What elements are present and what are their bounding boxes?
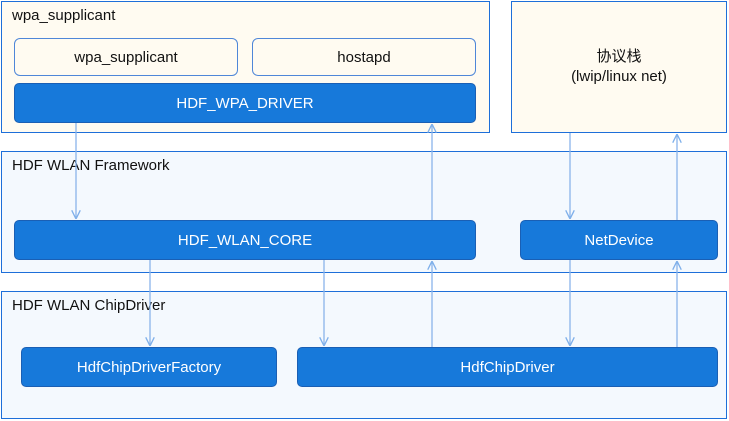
hdf-chip-driver-bar: HdfChipDriver — [297, 347, 718, 387]
hdf-chip-driver-factory-bar: HdfChipDriverFactory — [21, 347, 277, 387]
wpa-supplicant-box: wpa_supplicant — [14, 38, 238, 76]
hdf-wlan-core-bar: HDF_WLAN_CORE — [14, 220, 476, 260]
protocol-stack-subtitle: (lwip/linux net) — [571, 68, 667, 85]
hdf-wlan-chipdriver-title: HDF WLAN ChipDriver — [12, 297, 166, 314]
hdf-wlan-framework-title: HDF WLAN Framework — [12, 157, 170, 174]
protocol-stack-title: 协议栈 — [596, 48, 642, 65]
protocol-stack-frame: 协议栈 (lwip/linux net) — [511, 1, 727, 133]
netdevice-bar: NetDevice — [520, 220, 718, 260]
wpa-supplicant-frame-title: wpa_supplicant — [12, 7, 116, 24]
hdf-wpa-driver-bar: HDF_WPA_DRIVER — [14, 83, 476, 123]
protocol-stack-label: 协议栈 (lwip/linux net) — [512, 2, 726, 132]
hostapd-box: hostapd — [252, 38, 476, 76]
